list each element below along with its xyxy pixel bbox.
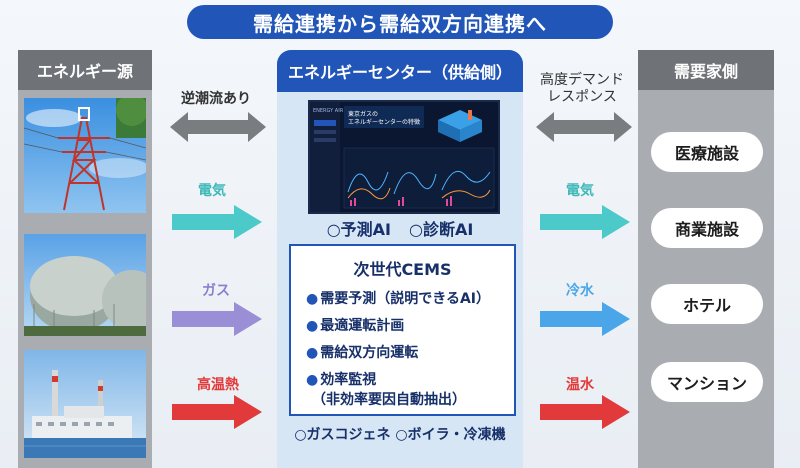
dashboard-title-1: 東京ガスの (348, 110, 378, 118)
cems-title: 次世代CEMS (353, 260, 452, 279)
page-title: 需給連携から需給双方向連携へ (187, 5, 613, 39)
bullet-icon: ● (306, 345, 319, 361)
ai-feature-row: ○予測AI ○診断AI (290, 216, 510, 240)
electricity-label-right: 電気 (566, 183, 594, 199)
bullet-icon: ● (306, 372, 319, 388)
gas-label: ガス (202, 283, 230, 299)
chilled-water-arrow-icon (540, 302, 630, 336)
dashboard-logo: ENERGY AIR (313, 108, 344, 114)
bidirectional-gray-arrow-icon (170, 112, 266, 142)
high-heat-arrow-icon (172, 395, 262, 429)
cems-item-optimal-plan: ●最適運転計画 (306, 318, 405, 334)
energy-source-header: エネルギー源 (18, 50, 152, 90)
electricity-out-arrow-icon (540, 205, 630, 239)
bullet-icon: ● (306, 318, 319, 334)
power-plant-photo (24, 350, 146, 458)
bullet-icon: ● (306, 291, 319, 307)
hot-water-label: 温水 (566, 377, 594, 393)
facility-medical: 医療施設 (651, 132, 763, 172)
hot-water-arrow-icon (540, 395, 630, 429)
consumer-panel (638, 50, 774, 468)
chilled-water-label: 冷水 (566, 283, 594, 299)
cems-item-efficiency: ●効率監視 (306, 372, 377, 388)
electricity-label-left: 電気 (198, 183, 226, 199)
cems-box (289, 244, 516, 416)
diagnosis-ai-label: ○診断AI (409, 220, 474, 239)
demand-response-label: 高度デマンド レスポンス (540, 72, 624, 105)
high-heat-label: 高温熱 (197, 377, 239, 393)
reverse-flow-label: 逆潮流あり (181, 91, 251, 107)
facility-apartment: マンション (651, 362, 763, 402)
electricity-arrow-icon (172, 205, 262, 239)
consumer-header: 需要家側 (638, 50, 774, 90)
cems-item-bidirectional: ●需給双方向運転 (306, 345, 419, 361)
transmission-tower-photo (24, 98, 146, 213)
dashboard-title-2: エネルギーセンターの特徴 (348, 118, 420, 126)
facility-commercial: 商業施設 (651, 208, 763, 248)
gas-tanks-photo (24, 234, 146, 336)
bidirectional-gray-arrow-icon (536, 112, 632, 142)
gas-arrow-icon (172, 302, 262, 336)
prediction-ai-label: ○予測AI (326, 220, 391, 239)
energy-center-header: エネルギーセンター（供給側） (277, 50, 523, 92)
cems-item-efficiency-sub: （非効率要因自動抽出） (312, 392, 466, 408)
cems-item-demand-forecast: ●需要予測（説明できるAI） (306, 291, 490, 307)
dashboard-screenshot: 東京ガスの エネルギーセンターの特徴 ENERGY AIR (308, 100, 500, 214)
equipment-row: ○ガスコジェネ ○ボイラ・冷凍機 (294, 427, 506, 443)
facility-hotel: ホテル (651, 284, 763, 324)
